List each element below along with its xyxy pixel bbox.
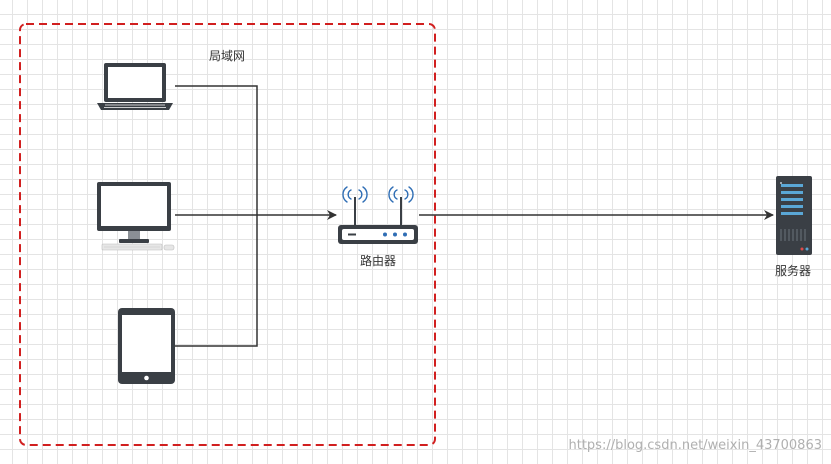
wifi-router-icon[interactable] <box>338 186 418 244</box>
router-label: 路由器 <box>360 253 396 268</box>
connector-lines <box>175 85 774 347</box>
tablet-icon[interactable] <box>118 308 175 384</box>
desktop-monitor-icon[interactable] <box>97 182 175 251</box>
server-rack-icon[interactable] <box>776 176 812 255</box>
server-label: 服务器 <box>775 263 811 278</box>
watermark-text: https://blog.csdn.net/weixin_43700863 <box>568 438 822 453</box>
laptop-icon[interactable] <box>97 63 173 110</box>
laptop-connector <box>175 85 258 347</box>
lan-label: 局域网 <box>209 49 245 63</box>
lan-boundary[interactable] <box>19 23 436 446</box>
